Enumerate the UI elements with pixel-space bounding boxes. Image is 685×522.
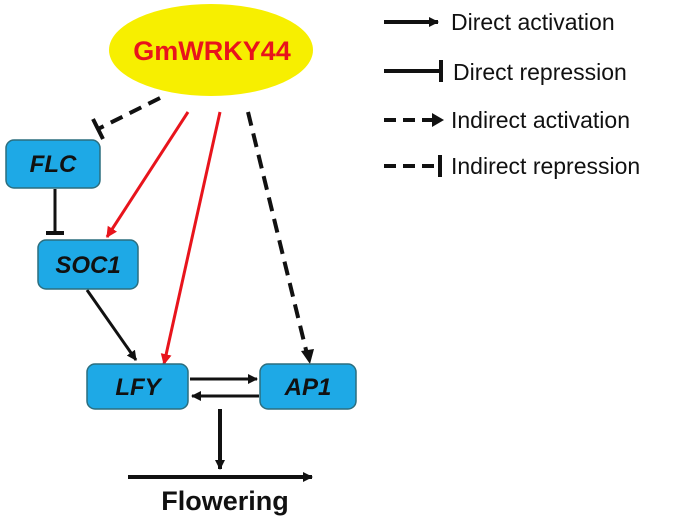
legend-label: Direct activation xyxy=(451,9,615,35)
legend-item-indirect-activation: Indirect activation xyxy=(384,107,630,133)
legend-item-indirect-repression: Indirect repression xyxy=(384,153,640,179)
edge-root-ap1 xyxy=(246,111,309,355)
node-flc: FLC xyxy=(5,139,101,189)
node-ap1-box xyxy=(259,363,357,410)
edges: AP1 (indirect activation) --> xyxy=(46,96,314,482)
node-soc1-box xyxy=(37,239,139,290)
legend-label: Indirect repression xyxy=(451,153,640,179)
root-label: GmWRKY44 xyxy=(133,36,291,66)
edge-root-flc-bar xyxy=(91,118,105,140)
node-lfy-box xyxy=(86,363,189,410)
output-label: Flowering xyxy=(161,486,289,516)
node-flc-label: FLC xyxy=(30,151,77,178)
legend-label: Indirect activation xyxy=(451,107,630,133)
edge-soc1-lfy xyxy=(85,289,138,361)
node-ap1-label: AP1 xyxy=(284,374,332,401)
legend-dashed-arrow-head xyxy=(432,113,444,127)
legend-item-direct-activation: Direct activation xyxy=(384,9,615,35)
node-ap1: AP1 xyxy=(259,363,357,410)
legend-item-direct-repression: Direct repression xyxy=(384,59,627,85)
edge-root-lfy xyxy=(160,111,222,366)
node-lfy-label: LFY xyxy=(115,374,162,401)
node-soc1: SOC1 xyxy=(37,239,139,290)
edge-root-ap1-head xyxy=(301,349,314,364)
node-lfy: LFY xyxy=(86,363,189,410)
legend: Direct activation Direct repression Indi… xyxy=(384,9,640,179)
node-soc1-label: SOC1 xyxy=(55,252,120,279)
node-flc-box xyxy=(5,139,101,189)
root-ellipse xyxy=(109,4,313,96)
legend-label: Direct repression xyxy=(453,59,627,85)
edge-root-soc1 xyxy=(105,111,190,238)
root-node: GmWRKY44 xyxy=(109,4,313,96)
edge-root-flc xyxy=(97,96,161,131)
